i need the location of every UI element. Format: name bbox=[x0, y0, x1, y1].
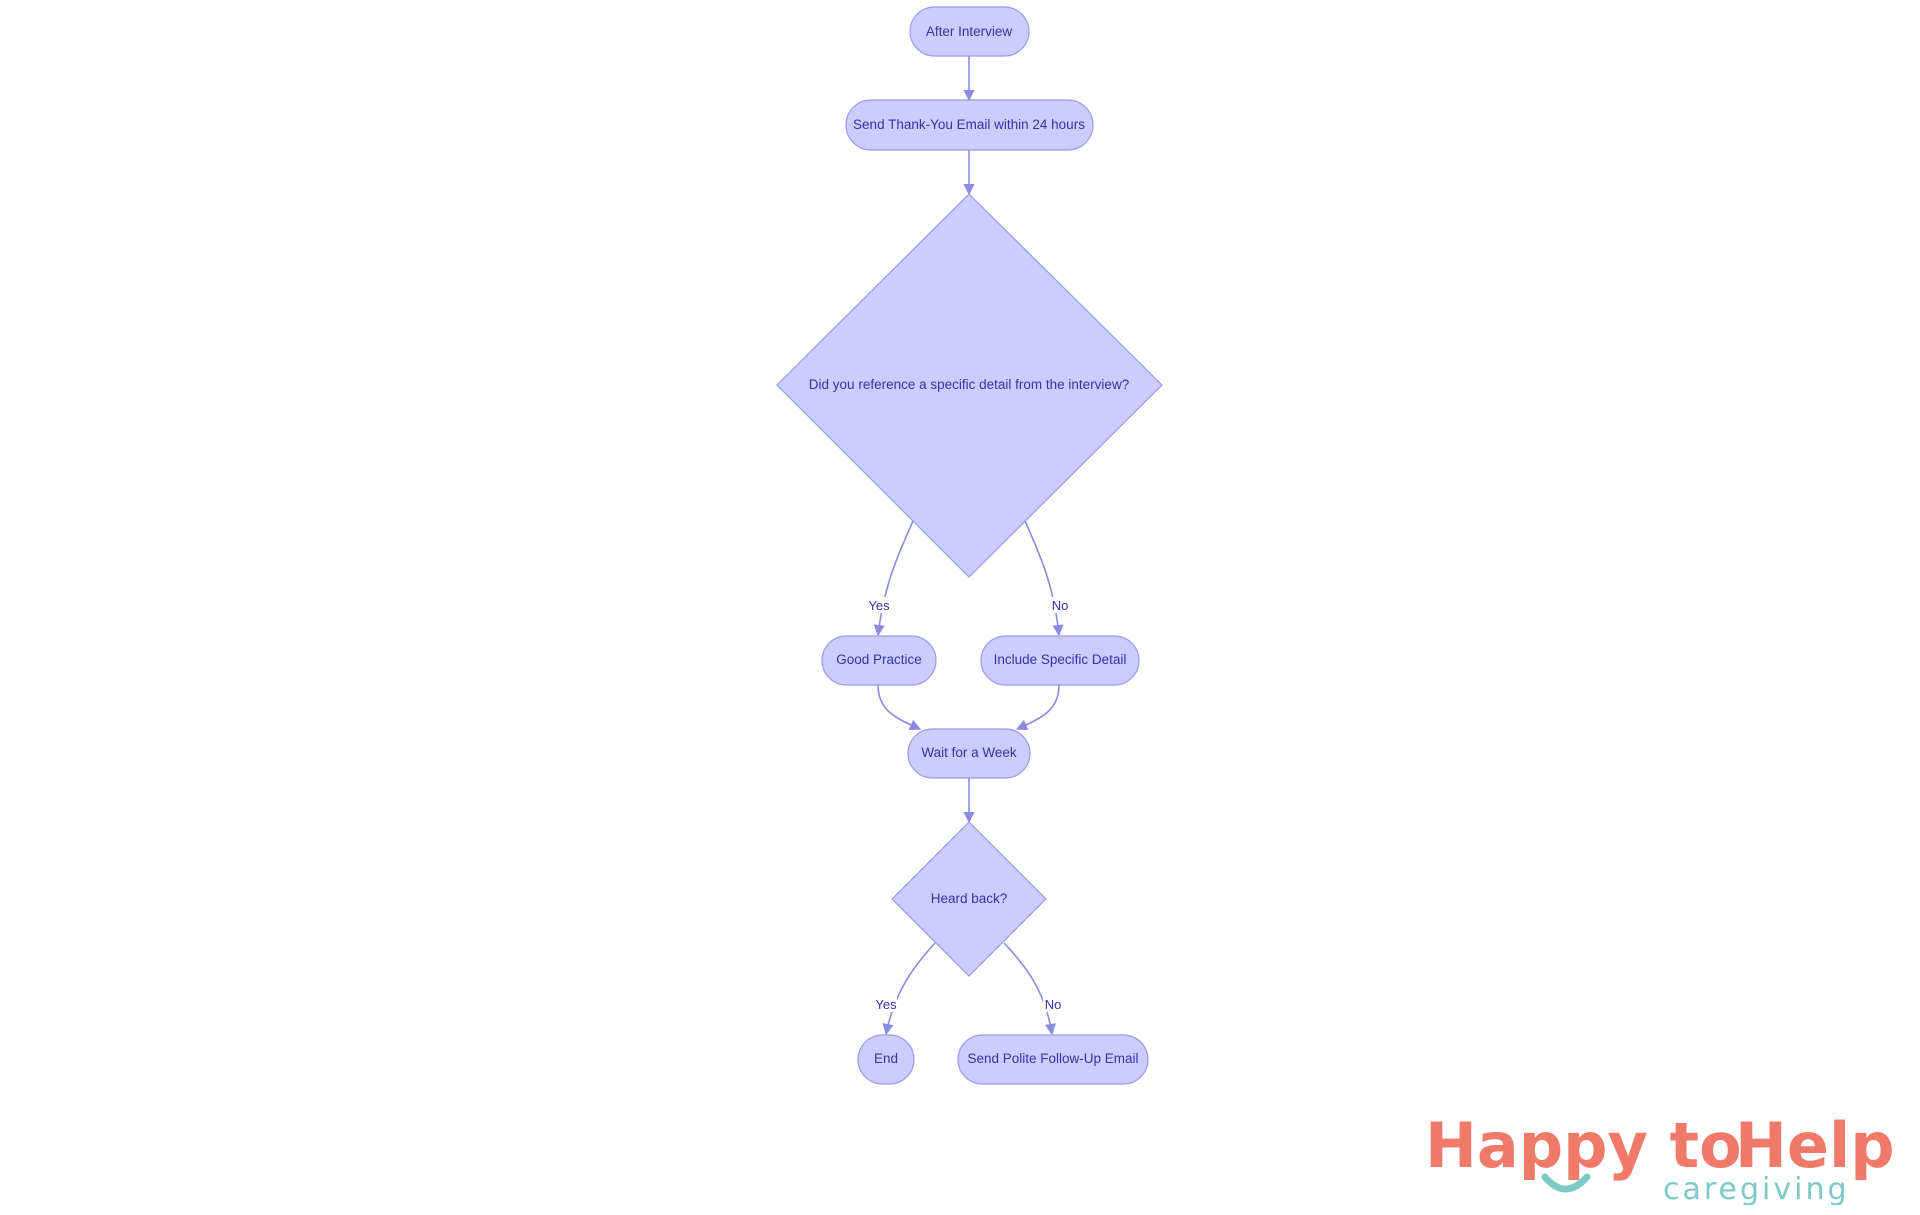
decision-label: Heard back? bbox=[931, 891, 1008, 906]
node-label: End bbox=[874, 1051, 898, 1066]
logo-help: Help bbox=[1735, 1109, 1895, 1182]
logo-subtitle: caregiving bbox=[1663, 1172, 1850, 1205]
edge-good-to-wait bbox=[877, 684, 922, 731]
edge-labels: Yes No Yes No bbox=[868, 597, 1070, 1012]
edge-decision-yes bbox=[873, 520, 914, 637]
decision-heard-back: Heard back? bbox=[891, 821, 1047, 977]
edge-label-detail-yes: Yes bbox=[868, 598, 890, 613]
edge-heard-yes bbox=[882, 942, 936, 1036]
logo-happy-to: Happy to bbox=[1425, 1109, 1742, 1182]
node-after-interview: After Interview bbox=[909, 6, 1030, 57]
node-label: Good Practice bbox=[836, 652, 922, 667]
node-send-thank-you: Send Thank-You Email within 24 hours bbox=[845, 99, 1094, 151]
node-label: After Interview bbox=[926, 24, 1013, 39]
node-label: Include Specific Detail bbox=[994, 652, 1127, 667]
logo-mark: Happy to Help caregiving bbox=[1425, 1109, 1895, 1205]
node-label: Send Polite Follow-Up Email bbox=[967, 1051, 1138, 1066]
decision-label: Did you reference a specific detail from… bbox=[809, 377, 1129, 392]
node-label: Send Thank-You Email within 24 hours bbox=[853, 117, 1085, 132]
edge-heard-no bbox=[1003, 942, 1056, 1036]
edge-label-heard-no: No bbox=[1045, 997, 1062, 1012]
smile-icon bbox=[1541, 1173, 1591, 1193]
edge-include-to-wait bbox=[1015, 684, 1060, 731]
happy-to-help-logo: Happy to Help caregiving bbox=[1425, 1105, 1905, 1205]
node-send-follow-up: Send Polite Follow-Up Email bbox=[957, 1034, 1149, 1085]
edge-label-heard-yes: Yes bbox=[875, 997, 897, 1012]
node-label: Wait for a Week bbox=[921, 745, 1017, 760]
node-end: End bbox=[857, 1034, 915, 1085]
node-include-specific-detail: Include Specific Detail bbox=[980, 635, 1140, 686]
decision-specific-detail: Did you reference a specific detail from… bbox=[776, 193, 1163, 578]
node-wait-for-week: Wait for a Week bbox=[907, 728, 1031, 779]
edge-label-detail-no: No bbox=[1052, 598, 1069, 613]
edges bbox=[873, 56, 1064, 1036]
edge-decision-no bbox=[1024, 520, 1064, 637]
node-good-practice: Good Practice bbox=[821, 635, 937, 686]
